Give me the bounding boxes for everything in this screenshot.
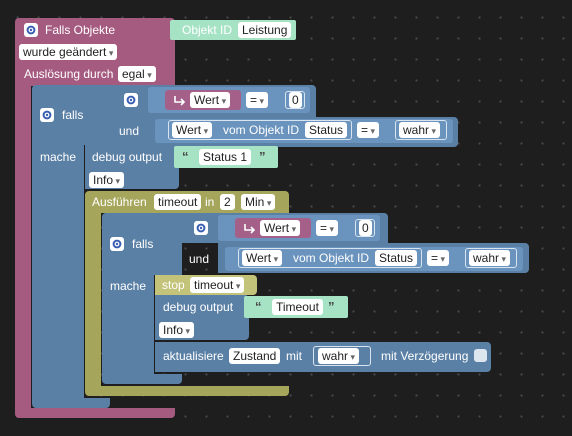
value-outline-1: [285, 91, 305, 109]
delay-checkbox[interactable]: [474, 349, 487, 362]
gear-icon[interactable]: [110, 237, 124, 251]
if-block-1-bottom: [32, 398, 110, 408]
gear-icon[interactable]: [40, 108, 54, 122]
prop-dropdown-2[interactable]: Wert: [242, 250, 283, 266]
and-label-2: und: [189, 252, 210, 266]
timeout-block-bottom: [85, 386, 289, 396]
state-outline-1: [168, 120, 352, 140]
if-block-1-spine: [32, 145, 84, 400]
timeout-name[interactable]: timeout: [154, 194, 202, 210]
object-field-2[interactable]: Status: [375, 250, 418, 266]
cond-value-outline-2: [465, 248, 517, 268]
stop-label: stop: [162, 278, 185, 292]
timeout-label: Ausführen: [92, 195, 147, 209]
trigger-title: Falls Objekte: [45, 23, 116, 37]
update-with-label: mit: [286, 349, 302, 363]
update-label: aktualisiere: [163, 349, 224, 363]
update-delay-label: mit Verzögerung: [381, 349, 469, 363]
timeout-in-label: in: [205, 195, 215, 209]
trigger-block-bottom: [15, 408, 175, 418]
if-block-2-spine: [102, 273, 154, 376]
variable-arrow-icon: [244, 224, 256, 234]
gear-icon[interactable]: [24, 23, 38, 37]
from-object-label-2: vom Objekt ID: [293, 251, 370, 265]
cond-value-2[interactable]: wahr: [469, 250, 511, 266]
if-do-label-1: mache: [40, 150, 77, 164]
variable-dropdown-1[interactable]: Wert: [190, 92, 231, 108]
object-field-1[interactable]: Status: [305, 122, 348, 138]
gear-icon[interactable]: [194, 221, 208, 235]
cond-operator-2[interactable]: =: [427, 250, 450, 266]
trigger-block-spine: [15, 85, 31, 410]
compare-value-1[interactable]: 0: [289, 92, 302, 108]
timeout-unit[interactable]: Min: [241, 194, 276, 210]
debug-label-1: debug output: [92, 150, 163, 164]
debug-level-2[interactable]: Info: [159, 322, 195, 338]
debug-level-1[interactable]: Info: [89, 172, 125, 188]
object-id-value[interactable]: Leistung: [238, 22, 292, 38]
object-id-label: Objekt ID: [182, 23, 233, 37]
trigger-by-dropdown[interactable]: egal: [118, 66, 156, 82]
compare-value-2[interactable]: 0: [359, 220, 372, 236]
cond-operator-1[interactable]: =: [357, 122, 380, 138]
quote-open-icon: “: [182, 149, 189, 164]
quote-close-icon: ”: [328, 299, 335, 314]
value-outline-2: [355, 219, 375, 237]
and-label-1: und: [119, 124, 140, 138]
timeout-block-spine: [85, 212, 101, 388]
prop-dropdown-1[interactable]: Wert: [172, 122, 213, 138]
if-label-1: falls: [62, 108, 84, 122]
if-block-2-bottom: [102, 374, 182, 384]
if-do-label-2: mache: [110, 279, 147, 293]
update-value-outline: [313, 346, 371, 366]
stop-name-dropdown[interactable]: timeout: [190, 277, 245, 293]
quote-open-icon: “: [255, 299, 262, 314]
gear-icon[interactable]: [124, 93, 138, 107]
debug-text-1[interactable]: Status 1: [199, 149, 252, 165]
debug-text-2[interactable]: Timeout: [272, 299, 323, 315]
quote-close-icon: ”: [259, 149, 266, 164]
cond-value-1[interactable]: wahr: [399, 122, 441, 138]
debug-label-2: debug output: [163, 300, 234, 314]
from-object-label-1: vom Objekt ID: [223, 123, 300, 137]
update-state-field[interactable]: Zustand: [229, 348, 281, 364]
cond-value-outline-1: [395, 120, 447, 140]
timeout-amount[interactable]: 2: [220, 194, 235, 210]
variable-arrow-icon: [174, 96, 186, 106]
operator-dropdown-1[interactable]: =: [246, 92, 269, 108]
trigger-by-label: Auslösung durch: [24, 67, 114, 81]
changed-dropdown[interactable]: wurde geändert: [19, 44, 118, 60]
update-value-dropdown[interactable]: wahr: [318, 348, 360, 364]
if-label-2: falls: [132, 237, 154, 251]
variable-dropdown-2[interactable]: Wert: [260, 220, 301, 236]
state-outline-2: [238, 248, 422, 268]
operator-dropdown-2[interactable]: =: [316, 220, 339, 236]
